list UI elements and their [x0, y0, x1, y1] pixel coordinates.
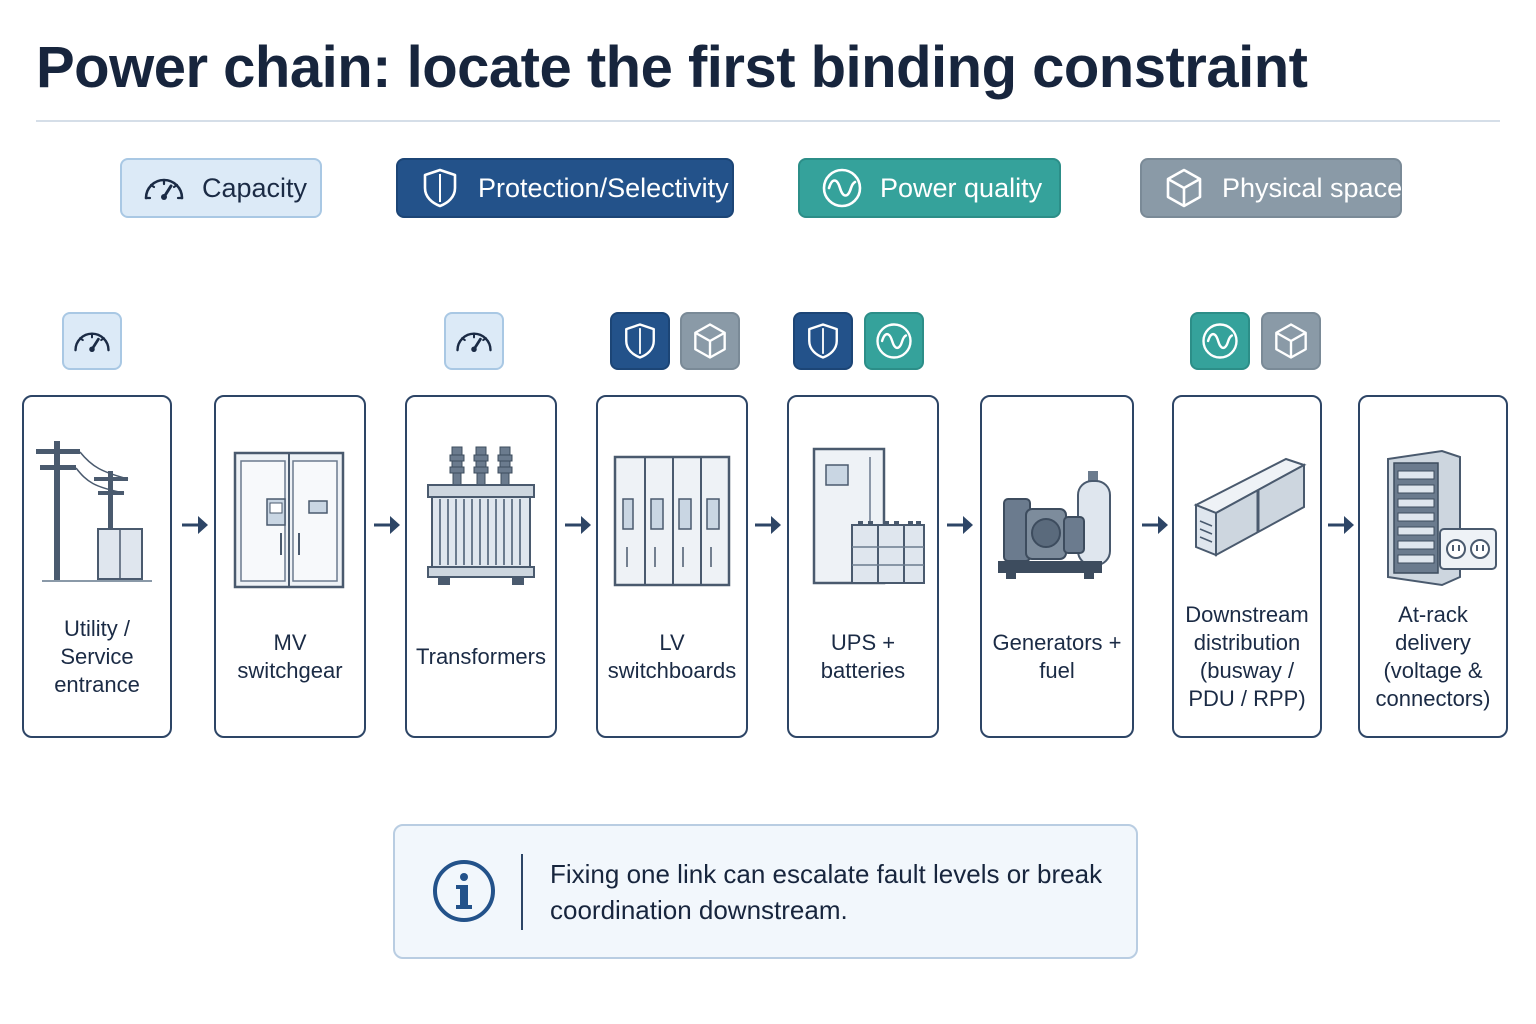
shield-icon [808, 323, 838, 359]
transformer-icon [427, 446, 535, 585]
gauge-icon [144, 178, 184, 200]
badge-space-downstream [1261, 312, 1321, 370]
flow-arrow-icon [1142, 516, 1168, 534]
stage-transformers: Transformers [405, 395, 557, 738]
stage-utility-service-entrance: Utility / Service entrance [22, 395, 172, 738]
badge-protection-ups [793, 312, 853, 370]
note-divider [521, 854, 523, 930]
rack-connector-icon [1387, 449, 1497, 587]
sine-wave-icon [1202, 323, 1238, 359]
gauge-icon [456, 332, 492, 352]
flow-arrow-icon [1328, 516, 1354, 534]
legend-label: Physical space [1222, 172, 1403, 203]
flow-arrow-icon [755, 516, 781, 534]
legend-label: Capacity [202, 172, 308, 203]
utility-pole-icon [36, 441, 152, 582]
stage-downstream-distribution: Downstream distribution (busway / PDU / … [1172, 395, 1322, 738]
switchboard-icon [613, 455, 731, 587]
stage-generators-fuel: Generators + fuel [980, 395, 1134, 738]
stage-ups-batteries: UPS + batteries [787, 395, 939, 738]
sine-wave-icon [876, 323, 912, 359]
legend-label: Protection/Selectivity [478, 172, 729, 203]
badge-space-lv [680, 312, 740, 370]
gauge-icon [74, 332, 110, 352]
stage-label: UPS + batteries [820, 630, 906, 683]
cube-icon [1275, 323, 1307, 359]
shield-icon [625, 323, 655, 359]
cube-icon [694, 323, 726, 359]
shield-icon [423, 168, 457, 208]
info-icon [433, 860, 495, 922]
stage-label: At-rack delivery (voltage & connectors) [1375, 602, 1491, 711]
sine-wave-icon [822, 168, 862, 208]
badge-capacity-transformers [444, 312, 504, 370]
flow-arrow-icon [947, 516, 973, 534]
stage-at-rack-delivery: At-rack delivery (voltage & connectors) [1358, 395, 1508, 738]
stage-label: Generators + fuel [992, 630, 1122, 683]
title-divider [36, 120, 1500, 122]
stage-label: Utility / Service entrance [54, 616, 140, 697]
legend-label: Power quality [880, 172, 1043, 203]
cube-icon [1166, 168, 1202, 208]
note-text: Fixing one link can escalate fault level… [550, 859, 1103, 925]
stage-mv-switchgear: MV switchgear [214, 395, 366, 738]
generator-icon [998, 471, 1111, 579]
badge-protection-lv [610, 312, 670, 370]
stage-label: Transformers [416, 644, 546, 669]
stage-label: LV switchboards [607, 630, 737, 683]
flow-arrow-icon [565, 516, 591, 534]
stage-label: MV switchgear [237, 630, 343, 683]
ups-battery-icon [812, 447, 925, 585]
legend-protection-selectivity: Protection/Selectivity [396, 158, 734, 218]
stage-label: Downstream distribution (busway / PDU / … [1185, 602, 1309, 711]
flow-arrow-icon [374, 516, 400, 534]
info-note: Fixing one link can escalate fault level… [393, 824, 1138, 959]
badge-quality-downstream [1190, 312, 1250, 370]
badge-capacity-utility [62, 312, 122, 370]
page-title: Power chain: locate the first binding co… [36, 35, 1308, 100]
busway-icon [1193, 457, 1307, 557]
legend-power-quality: Power quality [798, 158, 1061, 218]
stage-lv-switchboards: LV switchboards [596, 395, 748, 738]
legend-physical-space: Physical space [1140, 158, 1402, 218]
flow-arrow-icon [182, 516, 208, 534]
legend-capacity: Capacity [120, 158, 322, 218]
badge-quality-ups [864, 312, 924, 370]
switchgear-icon [233, 451, 345, 589]
